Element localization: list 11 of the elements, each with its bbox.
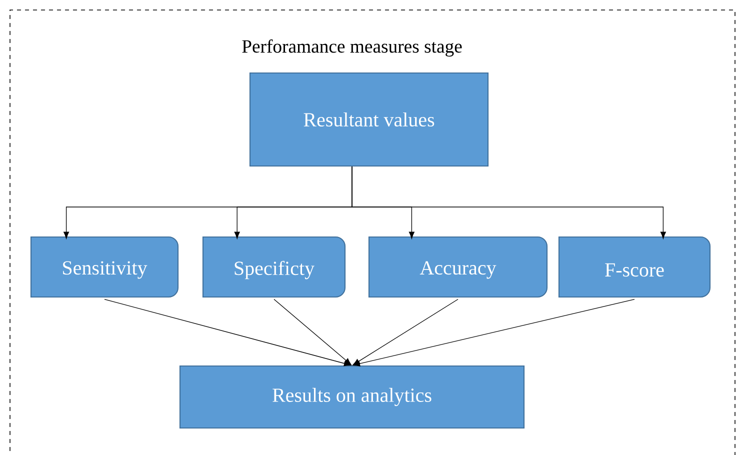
- process-box: Resultant values: [249, 72, 489, 167]
- process-box: Accuracy: [368, 236, 548, 298]
- process-box: Sensitivity: [30, 236, 179, 298]
- process-box: Specificty: [202, 236, 346, 298]
- arrow: [353, 298, 635, 366]
- process-box: Results on analytics: [179, 365, 525, 429]
- arrow: [104, 298, 351, 366]
- process-box: F-score: [558, 236, 711, 298]
- arrow: [352, 166, 666, 239]
- arrow: [352, 298, 458, 366]
- arrow: [274, 298, 352, 365]
